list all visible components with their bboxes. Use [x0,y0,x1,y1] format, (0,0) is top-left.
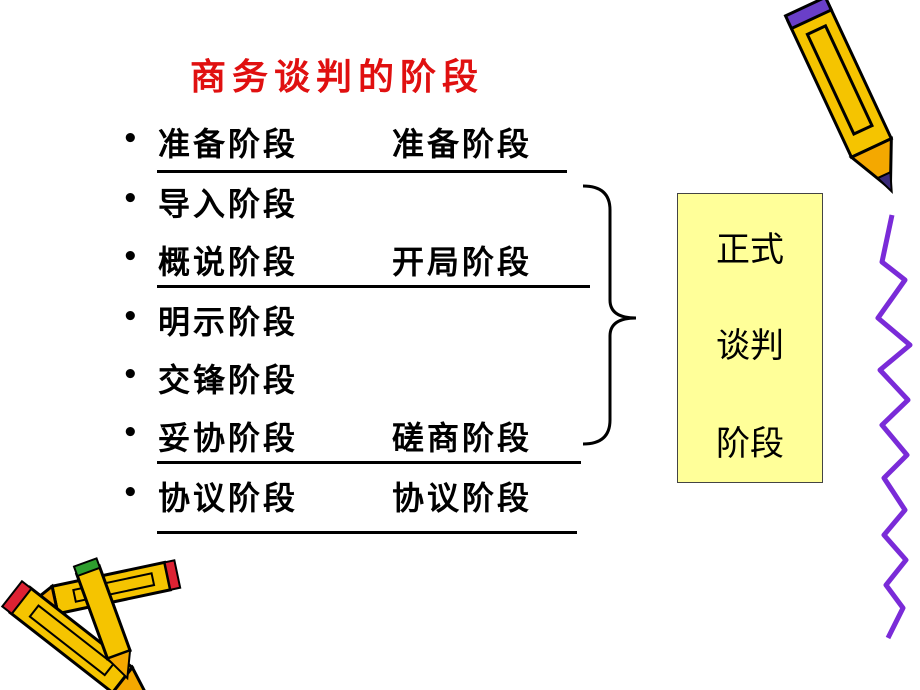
stage-right: 协议阶段 [392,479,533,517]
bullet: • [122,478,139,508]
bullet: • [122,360,139,390]
page-title: 商务谈判的阶段 [190,56,485,98]
bullet: • [122,302,139,332]
box-line: 阶段 [716,424,784,464]
stage-right: 开局阶段 [392,243,533,281]
zigzag-line [875,214,913,640]
divider [157,461,581,464]
box-line: 正式 [716,230,784,270]
pencil-icon [72,557,132,681]
pencil-icon [0,579,153,690]
bullet: • [122,124,139,154]
stage-left: 妥协阶段 [158,419,299,457]
stage-left: 协议阶段 [158,479,299,517]
box-line: 谈判 [716,326,784,366]
stage-right: 磋商阶段 [392,419,533,457]
divider [157,531,577,534]
pencil-icon [24,559,182,616]
pencil-icon [783,0,894,194]
stage-left: 明示阶段 [158,303,299,341]
bullet: • [122,242,139,272]
curly-brace [582,184,637,446]
bullet: • [122,418,139,448]
bullet: • [122,184,139,214]
stage-left: 交锋阶段 [158,361,299,399]
divider [157,285,590,288]
stage-right: 准备阶段 [392,125,533,163]
stage-left: 导入阶段 [158,185,299,223]
divider [157,170,567,173]
stage-left: 准备阶段 [158,125,299,163]
stage-left: 概说阶段 [158,243,299,281]
formal-stage-box: 正式 谈判 阶段 [677,193,823,483]
